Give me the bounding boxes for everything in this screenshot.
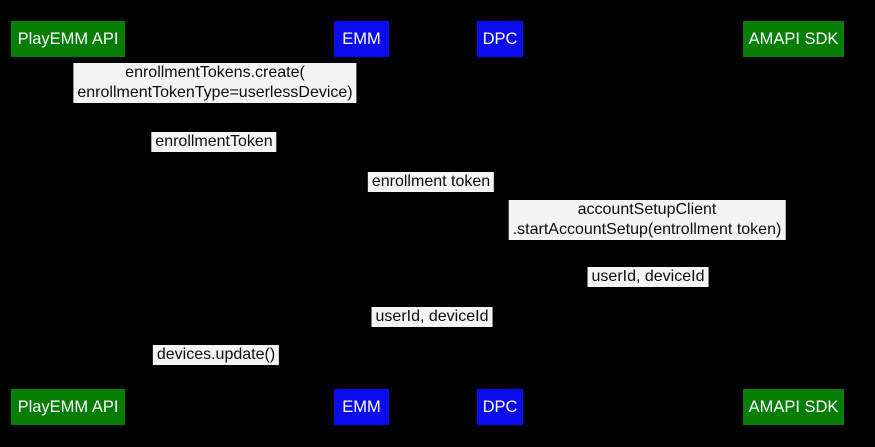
actor-playemm-api-bottom: PlayEMM API: [11, 389, 125, 425]
actor-amapi-sdk-bottom: AMAPI SDK: [743, 389, 844, 425]
message-label-1: enrollmentToken: [151, 132, 277, 152]
actor-playemm-api-top: PlayEMM API: [11, 21, 125, 57]
actor-emm-top: EMM: [334, 21, 389, 57]
message-label-3: accountSetupClient .startAccountSetup(en…: [508, 200, 786, 240]
message-label-0: enrollmentTokens.create( enrollmentToken…: [73, 63, 357, 103]
actor-dpc-top: DPC: [477, 21, 523, 57]
actor-emm-bottom: EMM: [334, 389, 389, 425]
message-label-4: userId, deviceId: [587, 267, 709, 287]
message-label-2: enrollment token: [367, 172, 495, 192]
actor-amapi-sdk-top: AMAPI SDK: [743, 21, 844, 57]
message-label-6: devices.update(): [152, 345, 280, 365]
message-label-5: userId, deviceId: [371, 307, 493, 327]
actor-dpc-bottom: DPC: [477, 389, 523, 425]
